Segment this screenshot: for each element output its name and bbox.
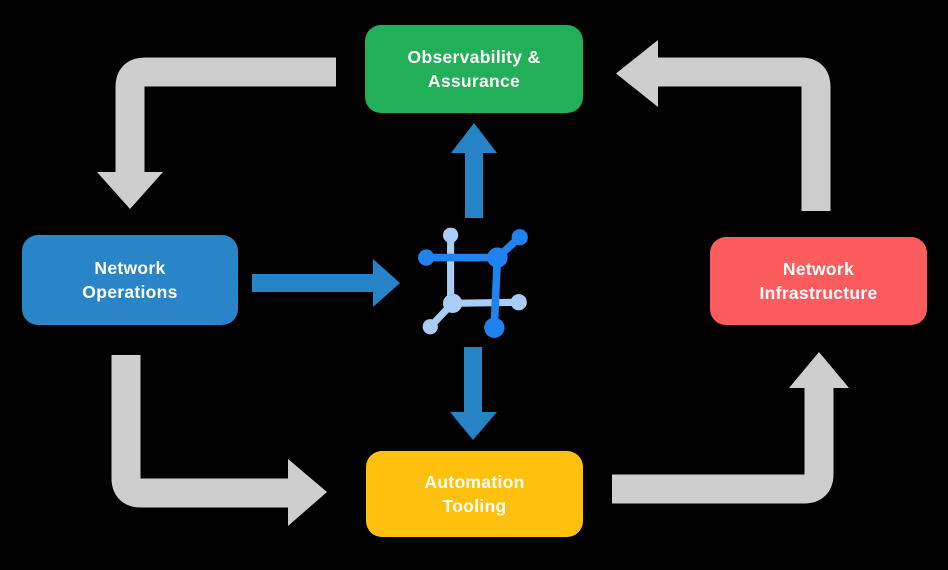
arrow-automation-to-infrastructure: [612, 352, 849, 504]
arrow-observability-to-operations: [97, 57, 336, 209]
node-operations-line1: Network: [94, 257, 166, 278]
network-mesh-icon: [418, 227, 528, 338]
arrow-center-to-observability: [451, 123, 497, 218]
network-mesh-icon-light-part: [422, 227, 527, 335]
arrow-center-to-automation: [450, 347, 497, 440]
node-network-infrastructure: Network Infrastructure: [710, 237, 927, 325]
node-operations-line2: Operations: [82, 282, 178, 302]
node-network-operations: Network Operations: [22, 235, 238, 325]
node-infrastructure-line2: Infrastructure: [759, 283, 878, 303]
node-automation-tooling: Automation Tooling: [366, 451, 583, 537]
arrow-operations-to-automation: [111, 355, 327, 526]
node-observability-line1: Observability &: [407, 46, 541, 67]
node-automation-line2: Tooling: [442, 496, 507, 516]
arrow-operations-to-center: [252, 259, 400, 307]
node-automation-line1: Automation: [424, 471, 525, 492]
node-observability-assurance: Observability & Assurance: [365, 25, 583, 113]
node-observability-line2: Assurance: [427, 71, 521, 91]
node-infrastructure-line1: Network: [782, 258, 855, 279]
arrow-infrastructure-to-observability: [616, 40, 831, 211]
network-mesh-icon-dark-part: [418, 229, 528, 338]
